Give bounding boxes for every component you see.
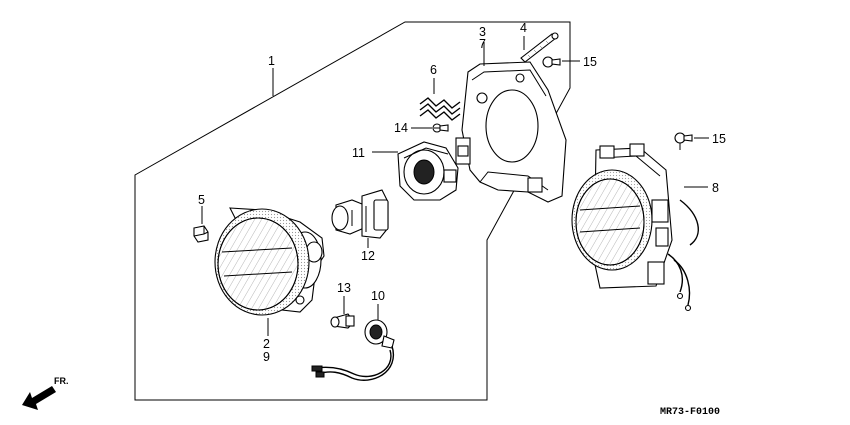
callout-4: 4 [520,21,527,35]
headlight-unit-front [214,207,325,316]
bulb-12 [331,189,389,239]
assembly-boundary [134,21,571,401]
callout-3: 3 [479,25,486,39]
callout-15-upper: 15 [583,55,597,69]
callout-9: 9 [263,350,270,364]
callout-12: 12 [361,249,375,263]
socket-ring-11 [397,141,459,201]
socket-harness-10 [311,319,395,381]
cap-part-5 [193,225,209,243]
callout-11: 11 [352,146,365,160]
callout-5: 5 [198,193,205,207]
screw-4 [520,32,559,63]
callout-15-lower: 15 [712,132,726,146]
spring-6 [419,97,461,121]
callout-14: 14 [394,121,408,135]
callout-1: 1 [268,54,275,68]
callout-10: 10 [371,289,385,303]
callout-8: 8 [712,181,719,195]
callout-2: 2 [263,337,270,351]
callout-13: 13 [337,281,351,295]
front-direction-arrow-icon [22,386,56,410]
front-direction-label: FR. [54,376,69,386]
screw-14 [432,123,449,133]
callout-7: 7 [479,37,486,51]
callout-6: 6 [430,63,437,77]
screw-15-upper [542,56,561,68]
screw-15-lower [674,132,693,150]
diagram-code: MR73-F0100 [660,407,720,418]
position-bulb-13 [330,313,355,329]
headlight-assembly-8 [571,143,699,312]
mounting-bracket-3-7 [455,61,567,203]
